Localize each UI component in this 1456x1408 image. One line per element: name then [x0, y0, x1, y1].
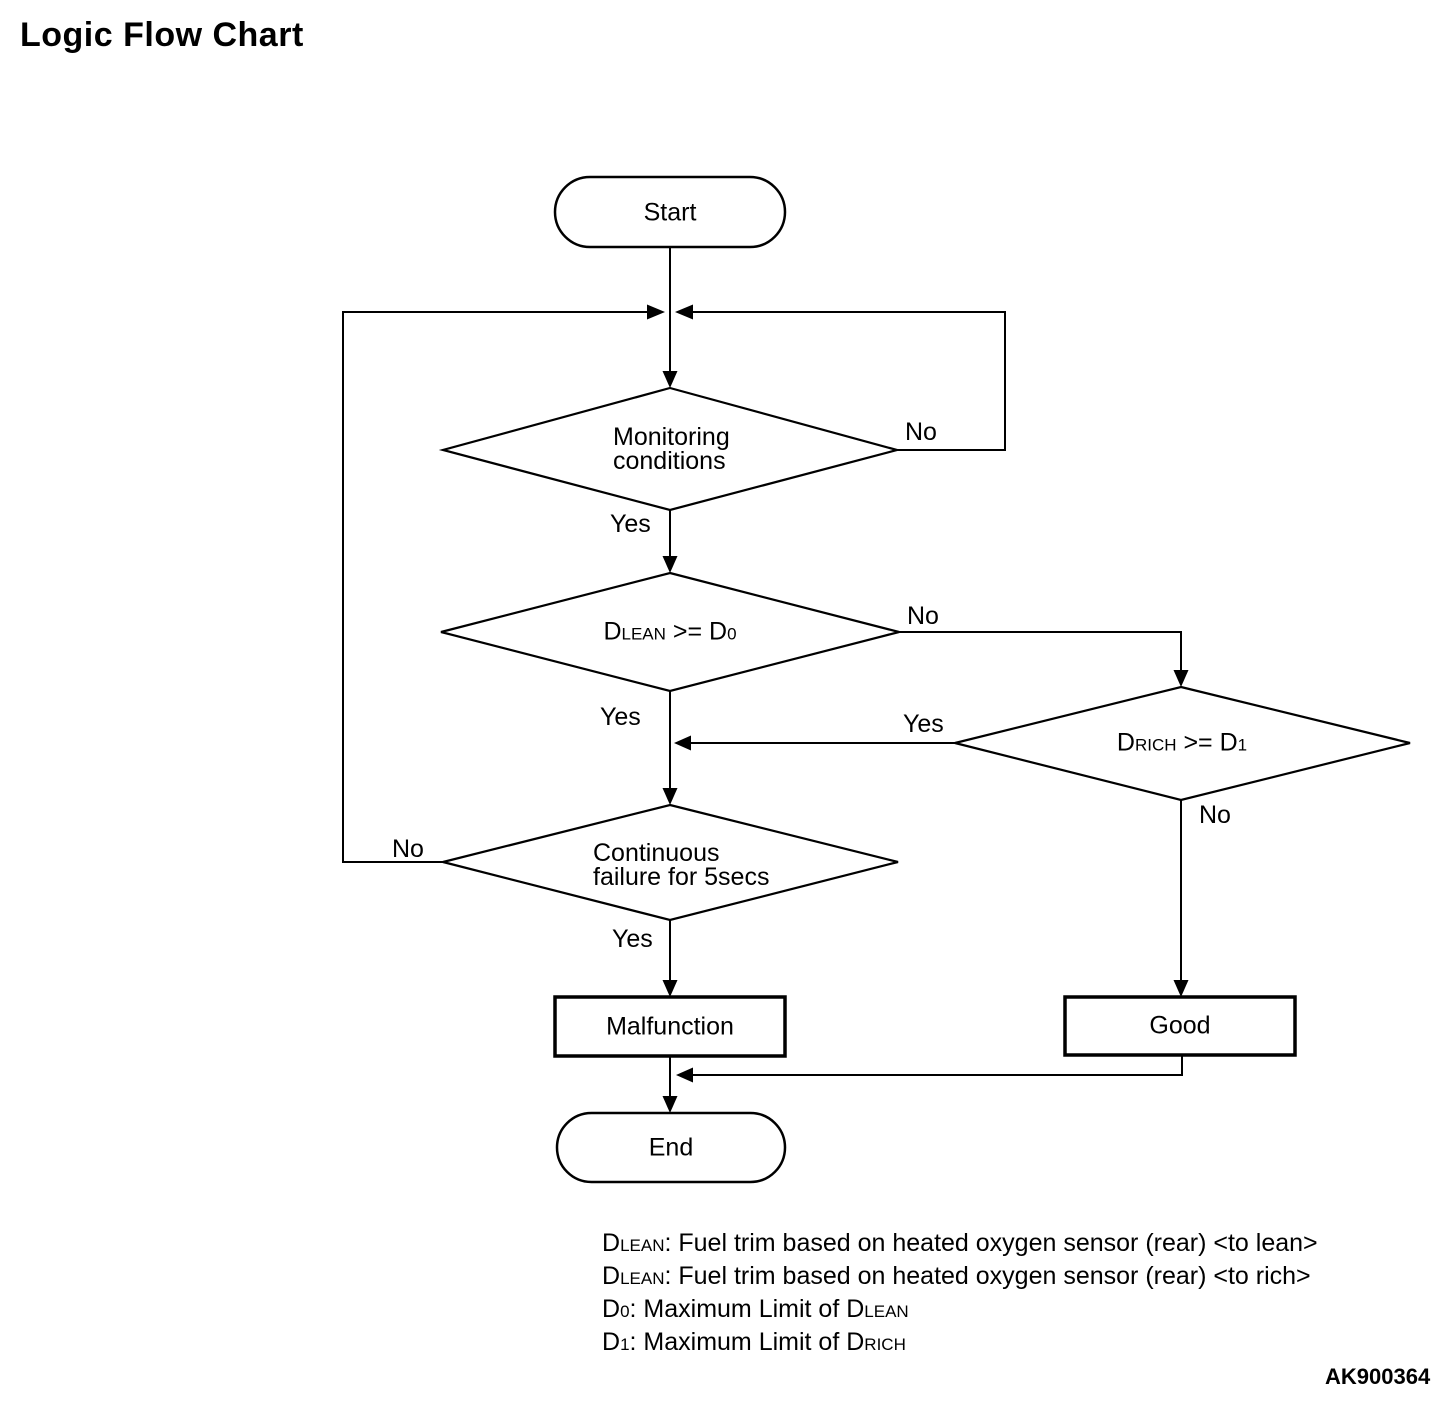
end-node-shape [555, 1111, 787, 1184]
good-node-shape [1063, 995, 1297, 1057]
edge-label-dlean-yes: Yes [600, 703, 641, 731]
edge-left-no-loop [342, 311, 649, 863]
legend-line-dlean-lean: DLEAN: Fuel trim based on heated oxygen … [602, 1229, 1318, 1257]
malfunction-node-shape [553, 995, 787, 1058]
arrowhead-into-monitoring [662, 371, 678, 388]
edge-label-monitoring-no: No [905, 418, 937, 446]
page-title: Logic Flow Chart [20, 16, 304, 54]
start-node-shape [553, 175, 787, 249]
end-node-label: End [648, 1133, 694, 1162]
legend-line-d0: D0: Maximum Limit of DLEAN [602, 1295, 909, 1323]
continuous-decision-shape [442, 803, 899, 922]
arrowhead-good-join [676, 1067, 693, 1083]
legend-line-d1: D1: Maximum Limit of DRICH [602, 1328, 906, 1356]
edge-good-to-end [680, 1055, 1183, 1076]
edge-label-drich-no: No [1199, 801, 1231, 829]
legend-line-dlean-rich: DLEAN: Fuel trim based on heated oxygen … [602, 1262, 1311, 1290]
arrowhead-drich-yes [674, 735, 691, 751]
arrowhead-into-end [662, 1096, 678, 1113]
dlean-decision-shape [440, 571, 900, 693]
drich-decision-shape [954, 685, 1411, 802]
edge-dlean-no [899, 631, 1182, 671]
arrowhead-into-drich [1173, 670, 1189, 687]
edge-label-continuous-yes: Yes [612, 925, 653, 953]
arrowhead-junction-left [675, 304, 693, 320]
edge-label-dlean-no: No [907, 602, 939, 630]
monitoring-decision-shape [438, 386, 902, 512]
arrowhead-junction-right [647, 304, 665, 320]
arrowhead-into-dlean [662, 556, 678, 573]
edge-label-continuous-no: No [392, 835, 424, 863]
start-node-label: Start [643, 198, 697, 227]
edge-label-drich-yes: Yes [903, 710, 944, 738]
continuous-decision-label: Continuous failure for 5secs [593, 839, 770, 891]
arrowhead-into-continuous [662, 788, 678, 805]
edge-label-monitoring-yes: Yes [610, 510, 651, 538]
monitoring-decision-label: Monitoring conditions [613, 423, 730, 475]
figure-code: AK900364 [1325, 1364, 1431, 1389]
malfunction-node-label: Malfunction [606, 1012, 734, 1041]
arrowhead-into-good [1173, 980, 1189, 997]
good-node-label: Good [1149, 1011, 1211, 1040]
legend: DLEAN: Fuel trim based on heated oxygen … [602, 1228, 1318, 1360]
arrowhead-into-malfunction [662, 980, 678, 997]
drich-decision-label: DRICH >= D1 [1116, 728, 1248, 757]
edge-right-no-loop [691, 311, 1006, 451]
dlean-decision-label: DLEAN >= D0 [603, 617, 737, 646]
